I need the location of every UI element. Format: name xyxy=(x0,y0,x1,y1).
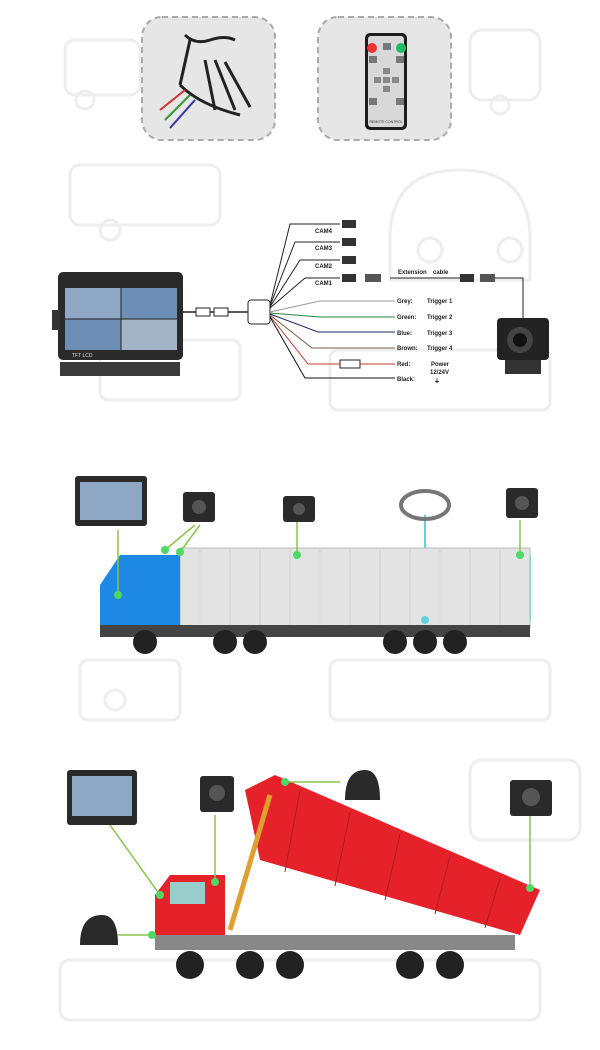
cable-junction-dot xyxy=(421,616,429,624)
cab-window xyxy=(170,882,205,904)
cam1-label: CAM1 xyxy=(315,281,333,287)
wire-green-label: Green: xyxy=(397,315,416,321)
dump-bed xyxy=(245,775,540,935)
camera-icon xyxy=(506,488,538,518)
monitor-icon: TFT LCD xyxy=(52,272,183,376)
monitor-icon xyxy=(67,770,137,825)
cam-lines xyxy=(269,223,524,318)
green-links xyxy=(117,520,521,595)
green-links xyxy=(109,781,531,936)
camera-icon xyxy=(183,492,215,522)
wire-grey-label: Grey: xyxy=(397,299,413,305)
cam4-label: CAM4 xyxy=(315,229,333,235)
side-camera-icon xyxy=(80,915,118,945)
camera-icon xyxy=(283,496,315,522)
camera-icon xyxy=(497,318,549,374)
remote-label: REMOTE CONTROL xyxy=(369,120,402,124)
wheels xyxy=(133,630,467,654)
connection-dots xyxy=(114,546,524,599)
side-camera-icon xyxy=(345,770,380,800)
ground-symbol-icon: ⏚ xyxy=(434,378,440,385)
dump-truck-diagram xyxy=(67,770,552,979)
voltage-label: 12/24V xyxy=(430,370,449,376)
container xyxy=(179,547,531,629)
power-label: Power xyxy=(431,362,450,368)
main-cable xyxy=(183,299,271,325)
wheels xyxy=(176,951,464,979)
remote-accessory-panel: REMOTE CONTROL xyxy=(317,16,452,141)
trigger2-label: Trigger 2 xyxy=(427,315,453,321)
cable-label: cable xyxy=(433,270,449,276)
cam-connectors xyxy=(342,220,495,282)
blue-cab xyxy=(100,555,180,630)
cam3-label: CAM3 xyxy=(315,246,333,252)
cable-accessory-panel xyxy=(141,16,276,141)
trigger-wires xyxy=(269,300,395,379)
wire-brown-label: Brown: xyxy=(397,346,418,352)
wiring-diagram: TFT LCD CAM4 CAM3 CAM2 CAM1 Extension ca… xyxy=(52,220,549,385)
extension-label: Extension xyxy=(398,270,427,276)
chassis xyxy=(100,625,530,637)
hydraulic-ram xyxy=(227,794,273,931)
container-ribs xyxy=(199,550,501,626)
monitor-icon xyxy=(75,476,147,526)
bed-ribs xyxy=(284,789,501,929)
wire-black-label: Black: xyxy=(397,377,415,383)
wire-blue-label: Blue: xyxy=(397,331,412,337)
camera-icon xyxy=(510,780,552,816)
connection-dots xyxy=(148,778,534,939)
trigger4-label: Trigger 4 xyxy=(427,346,453,352)
trigger3-label: Trigger 3 xyxy=(427,331,453,337)
cam2-label: CAM2 xyxy=(315,264,333,270)
container-truck-diagram xyxy=(75,476,538,654)
chassis xyxy=(155,935,515,950)
cable-coil-icon xyxy=(399,489,451,521)
trigger1-label: Trigger 1 xyxy=(427,299,453,305)
camera-icon xyxy=(200,776,234,812)
wire-red-label: Red: xyxy=(397,362,410,368)
monitor-label: TFT LCD xyxy=(72,353,93,359)
split-cable-icon xyxy=(159,33,252,129)
remote-control-icon: REMOTE CONTROL xyxy=(365,33,407,130)
